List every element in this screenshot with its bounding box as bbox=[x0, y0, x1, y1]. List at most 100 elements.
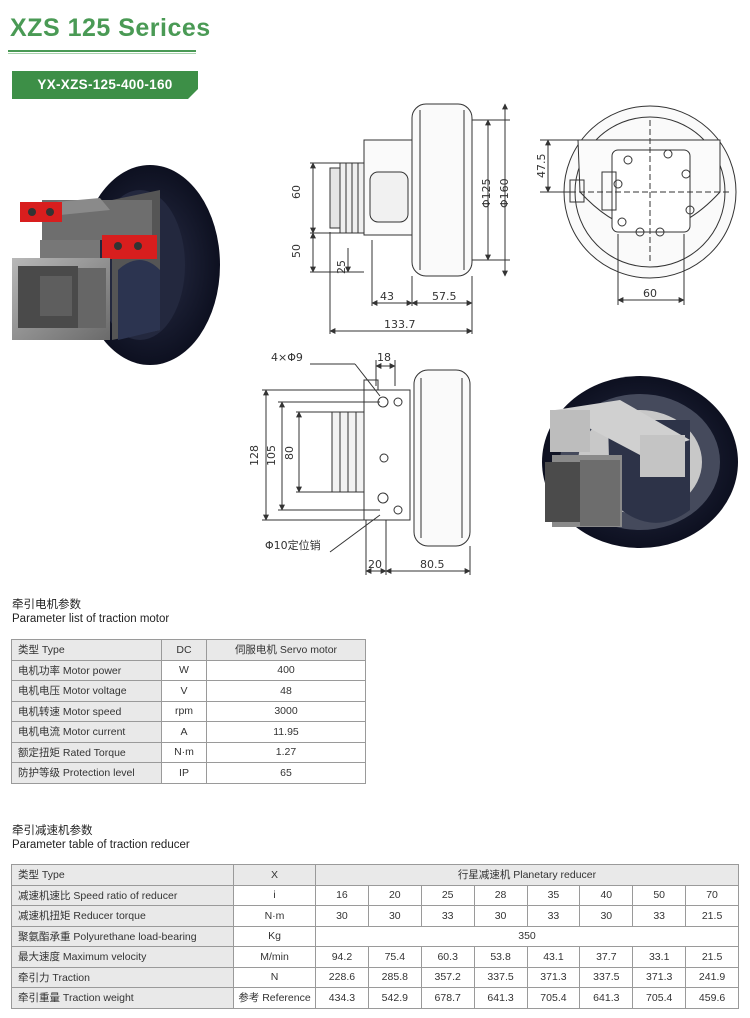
param-unit: M/min bbox=[233, 946, 316, 968]
dim-80-5: 80.5 bbox=[420, 558, 445, 571]
motor-section-title-cn: 牵引电机参数 bbox=[12, 599, 81, 611]
dim-60-front: 60 bbox=[643, 287, 657, 300]
top-view-drawing bbox=[262, 360, 471, 575]
param-value: 48 bbox=[206, 680, 366, 702]
title-underline bbox=[8, 50, 196, 52]
param-value: 70 bbox=[685, 884, 739, 906]
param-value: 1.27 bbox=[206, 741, 366, 763]
param-label: 电机电流 Motor current bbox=[11, 721, 162, 743]
param-value: 21.5 bbox=[685, 905, 739, 927]
side-view-drawing bbox=[310, 103, 510, 334]
param-value: 641.3 bbox=[473, 987, 528, 1009]
param-value: 3000 bbox=[206, 700, 366, 722]
param-value: 371.3 bbox=[632, 966, 687, 988]
param-label: 电机功率 Motor power bbox=[11, 659, 162, 681]
param-value: 33 bbox=[526, 905, 581, 927]
dim-20: 20 bbox=[368, 558, 382, 571]
dim-105: 105 bbox=[265, 445, 278, 466]
param-value: 641.3 bbox=[579, 987, 634, 1009]
reducer-section-title-en: Parameter table of traction reducer bbox=[12, 839, 190, 851]
dim-50: 50 bbox=[290, 244, 303, 258]
dim-phi125: Φ125 bbox=[480, 178, 493, 208]
param-value: 30 bbox=[367, 905, 422, 927]
param-label: 类型 Type bbox=[11, 864, 234, 886]
param-value: 53.8 bbox=[473, 946, 528, 968]
param-value: 371.3 bbox=[526, 966, 581, 988]
param-unit: A bbox=[161, 721, 207, 743]
reducer-section-title-cn: 牵引减速机参数 bbox=[12, 825, 93, 837]
param-value: 241.9 bbox=[685, 966, 739, 988]
product-render-front bbox=[12, 165, 220, 365]
param-value: 60.3 bbox=[420, 946, 475, 968]
param-value: 94.2 bbox=[315, 946, 369, 968]
param-value: 350 bbox=[315, 925, 739, 947]
param-value: 705.4 bbox=[526, 987, 581, 1009]
param-value: 678.7 bbox=[420, 987, 475, 1009]
param-label: 减速机扭矩 Reducer torque bbox=[11, 905, 234, 927]
dim-80: 80 bbox=[283, 446, 296, 460]
param-value: 400 bbox=[206, 659, 366, 681]
param-value: 33 bbox=[420, 905, 475, 927]
param-unit: N·m bbox=[233, 905, 316, 927]
param-unit: N bbox=[233, 966, 316, 988]
param-label: 减速机速比 Speed ratio of reducer bbox=[11, 884, 234, 906]
param-label: 牵引力 Traction bbox=[11, 966, 234, 988]
param-unit: DC bbox=[161, 639, 207, 661]
product-render-rear bbox=[542, 376, 738, 548]
param-value: 705.4 bbox=[632, 987, 687, 1009]
param-value: 33 bbox=[632, 905, 687, 927]
param-label: 最大速度 Maximum velocity bbox=[11, 946, 234, 968]
param-value: 75.4 bbox=[367, 946, 422, 968]
param-value: 285.8 bbox=[367, 966, 422, 988]
param-value: 65 bbox=[206, 762, 366, 784]
param-value: 28 bbox=[473, 884, 528, 906]
param-unit: Kg bbox=[233, 925, 316, 947]
dim-4x-phi9: 4×Φ9 bbox=[271, 351, 303, 364]
title-underline-thin bbox=[8, 53, 196, 54]
param-value: 伺服电机 Servo motor bbox=[206, 639, 366, 661]
front-view-drawing bbox=[540, 105, 737, 305]
param-value: 行星减速机 Planetary reducer bbox=[315, 864, 739, 886]
param-label: 电机转速 Motor speed bbox=[11, 700, 162, 722]
param-value: 25 bbox=[420, 884, 475, 906]
param-unit: 参考 Reference bbox=[233, 987, 316, 1009]
series-title: XZS 125 Serices bbox=[10, 14, 211, 42]
dim-60: 60 bbox=[290, 185, 303, 199]
param-label: 防护等级 Protection level bbox=[11, 762, 162, 784]
param-value: 21.5 bbox=[685, 946, 739, 968]
param-value: 35 bbox=[526, 884, 581, 906]
param-unit: N·m bbox=[161, 741, 207, 763]
param-unit: i bbox=[233, 884, 316, 906]
model-banner: YX-XZS-125-400-160 bbox=[12, 71, 199, 100]
param-value: 43.1 bbox=[526, 946, 581, 968]
dim-47-5: 47.5 bbox=[535, 154, 548, 179]
param-value: 337.5 bbox=[473, 966, 528, 988]
param-value: 40 bbox=[579, 884, 634, 906]
param-value: 37.7 bbox=[579, 946, 634, 968]
param-unit: W bbox=[161, 659, 207, 681]
param-value: 337.5 bbox=[579, 966, 634, 988]
dim-phi160: Φ160 bbox=[498, 178, 511, 208]
motor-section-title-en: Parameter list of traction motor bbox=[12, 613, 170, 625]
model-number: YX-XZS-125-400-160 bbox=[37, 77, 173, 92]
param-label: 额定扭矩 Rated Torque bbox=[11, 741, 162, 763]
param-value: 228.6 bbox=[315, 966, 369, 988]
param-value: 459.6 bbox=[685, 987, 739, 1009]
param-value: 30 bbox=[579, 905, 634, 927]
param-value: 11.95 bbox=[206, 721, 366, 743]
param-label: 聚氨酯承重 Polyurethane load-bearing bbox=[11, 925, 234, 947]
dim-133-7: 133.7 bbox=[384, 318, 416, 331]
dim-18: 18 bbox=[377, 351, 391, 364]
param-value: 16 bbox=[315, 884, 369, 906]
